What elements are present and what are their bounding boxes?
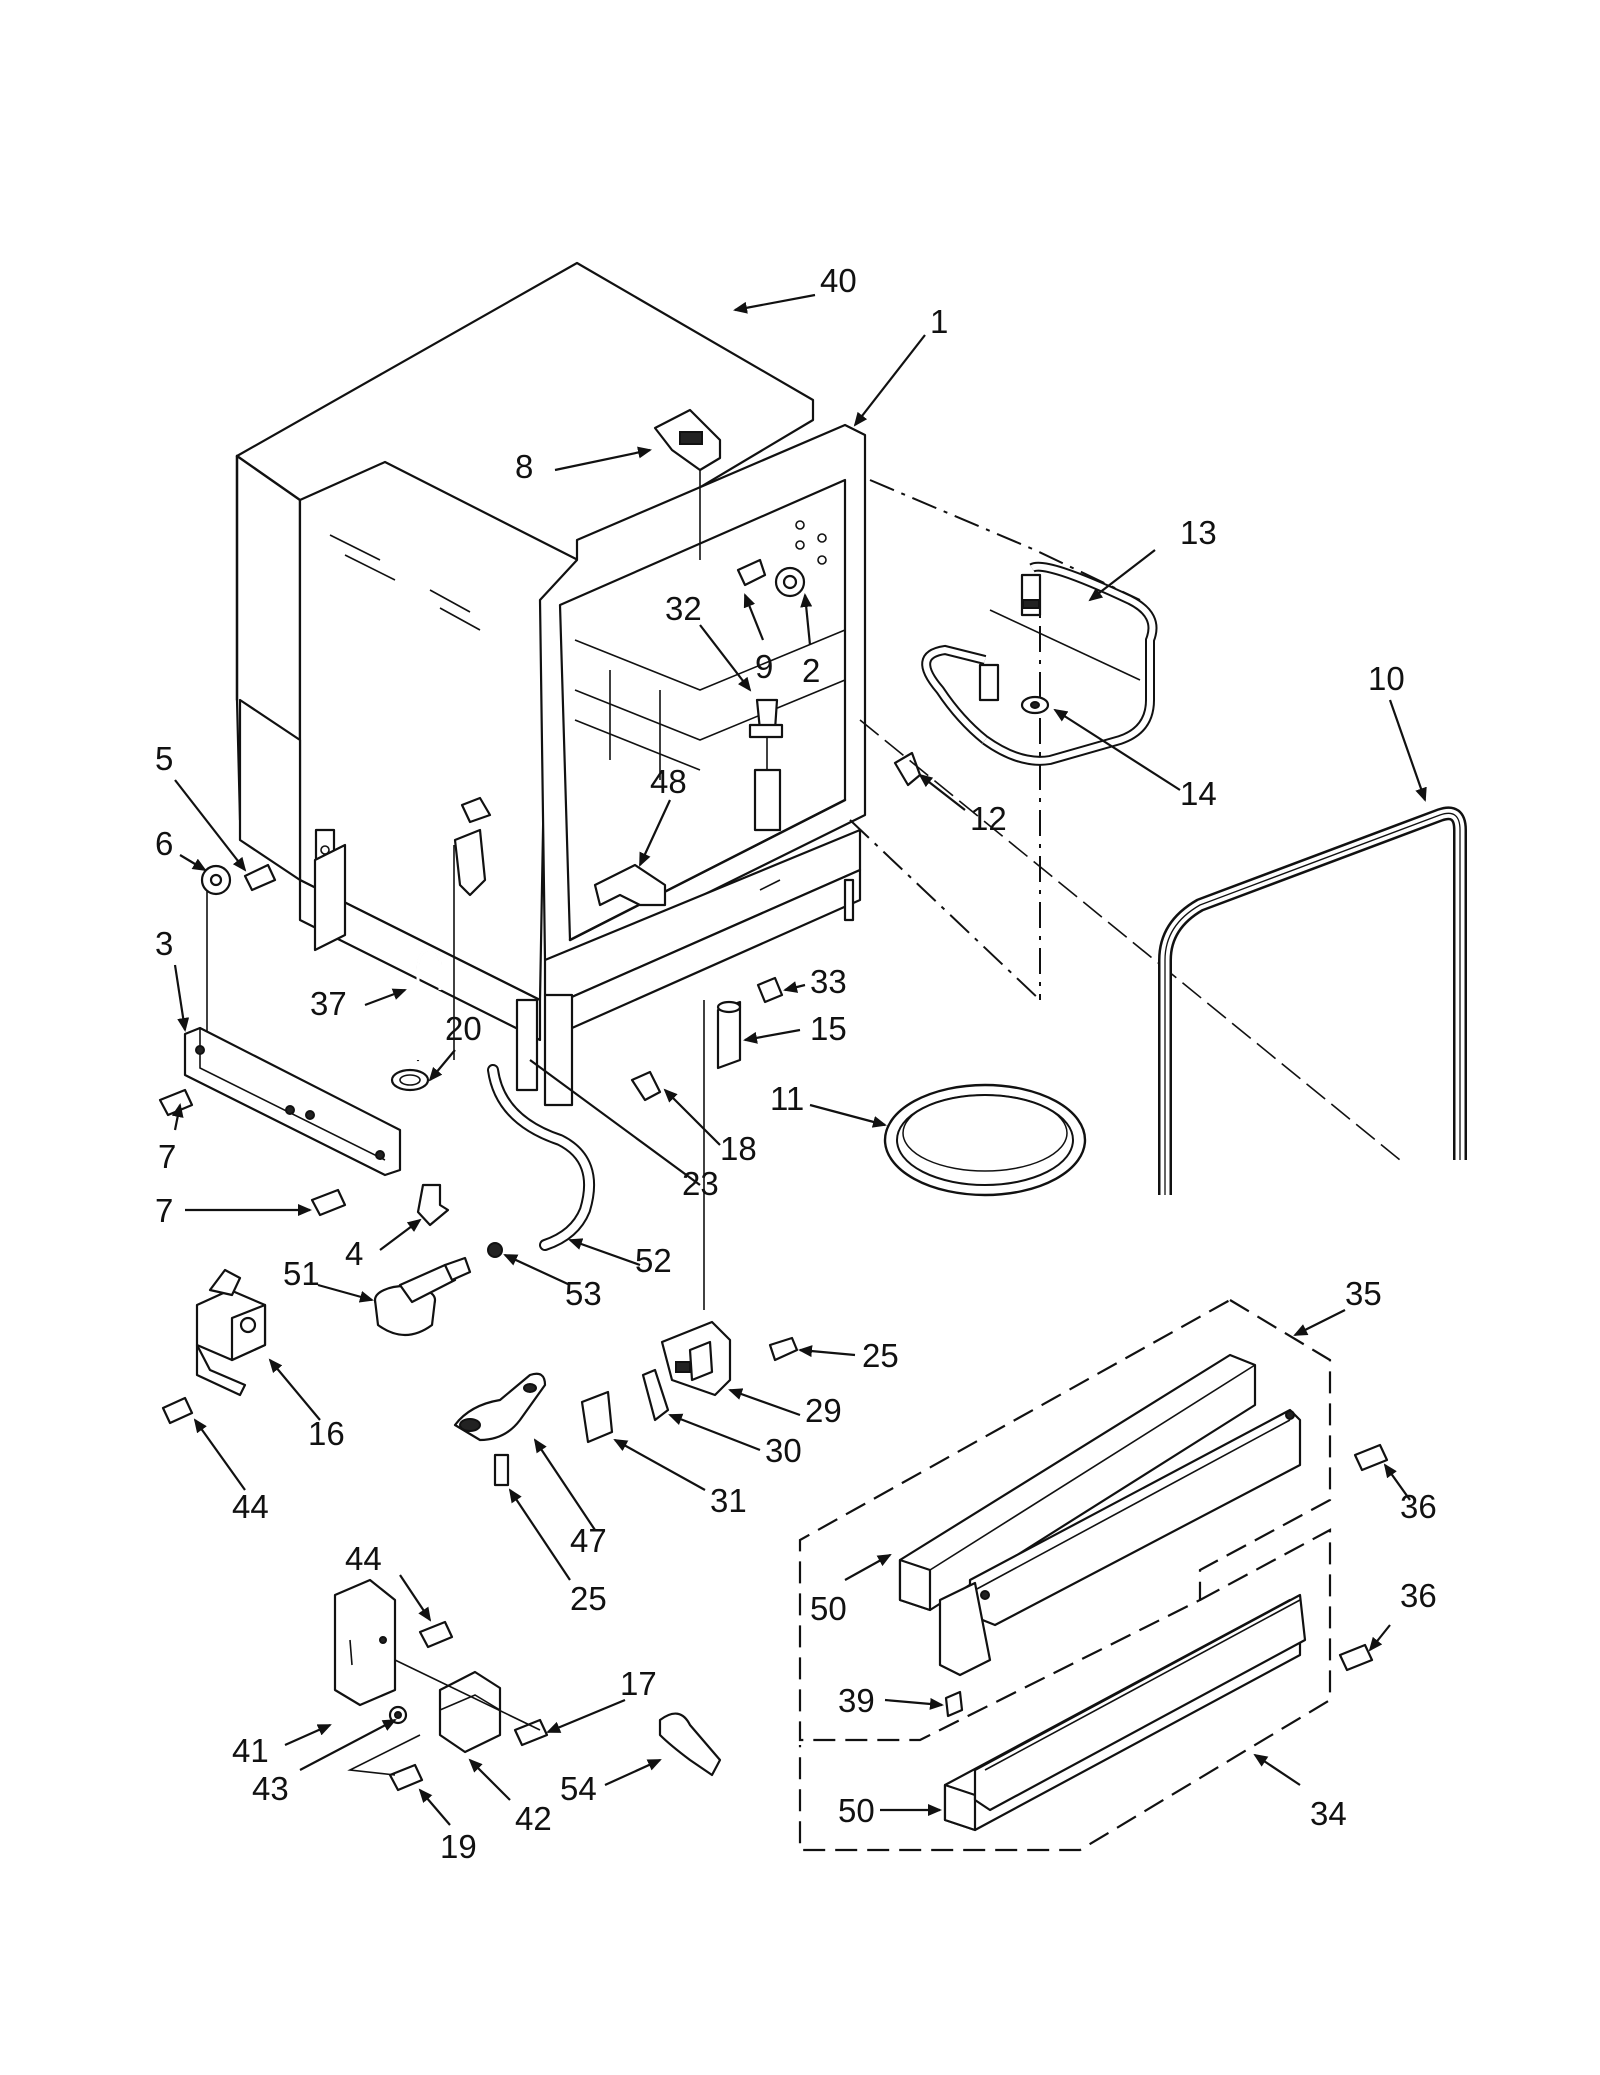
callout-8: 8 <box>515 448 533 485</box>
lever-30 <box>641 1368 670 1422</box>
screw-36b <box>1338 1643 1374 1672</box>
callout-16: 16 <box>308 1415 345 1452</box>
callout-15: 15 <box>810 1010 847 1047</box>
seal-ring-11 <box>883 1083 1087 1197</box>
toe-panel-lower <box>973 1593 1307 1812</box>
latch-48 <box>593 863 667 907</box>
callout-4: 4 <box>345 1235 363 1272</box>
switch-assembly-29 <box>660 1320 732 1397</box>
clamp-20 <box>390 1068 430 1092</box>
hose-52 <box>489 1066 594 1249</box>
callout-41: 41 <box>232 1732 269 1769</box>
callout-48: 48 <box>650 763 687 800</box>
callout-43: 43 <box>252 1770 289 1807</box>
callout-54: 54 <box>560 1770 597 1807</box>
callout-13: 13 <box>1180 514 1217 551</box>
screw-44b <box>418 1620 454 1649</box>
callout-47: 47 <box>570 1522 607 1559</box>
callout-32: 32 <box>665 590 702 627</box>
callout-19: 19 <box>440 1828 477 1865</box>
cover-42 <box>438 1670 502 1754</box>
callout-36b: 36 <box>1400 1577 1437 1614</box>
connector-54 <box>658 1712 722 1777</box>
callout-10: 10 <box>1368 660 1405 697</box>
toe-panel-kit-34-outline <box>798 1528 1332 1852</box>
screw-36a <box>1353 1443 1389 1472</box>
callout-17: 17 <box>620 1665 657 1702</box>
callout-9: 9 <box>755 648 773 685</box>
bracket-41 <box>333 1578 397 1707</box>
tube-13 <box>921 561 1158 766</box>
callout-35: 35 <box>1345 1275 1382 1312</box>
screw-7a <box>158 1088 194 1117</box>
callout-52: 52 <box>635 1242 672 1279</box>
foam-strip-50a <box>898 1353 1257 1612</box>
water-valve-16 <box>195 1268 267 1397</box>
callout-40: 40 <box>820 262 857 299</box>
callout-39: 39 <box>838 1682 875 1719</box>
callout-20: 20 <box>445 1010 482 1047</box>
callout-1: 1 <box>930 303 948 340</box>
callout-12: 12 <box>970 800 1007 837</box>
callout-11: 11 <box>770 1080 804 1117</box>
callout-2: 2 <box>802 652 820 689</box>
callout-23: 23 <box>682 1165 719 1202</box>
leader-lines <box>171 293 1427 1826</box>
callout-labels: 40 1 8 13 32 9 2 10 14 5 48 12 6 3 33 37… <box>155 262 1437 1865</box>
bracket-group <box>333 1578 549 1792</box>
screw-5 <box>243 863 277 892</box>
screw-19 <box>388 1763 424 1792</box>
callout-25b: 25 <box>570 1580 607 1617</box>
callout-6: 6 <box>155 825 173 862</box>
screw-7b <box>310 1188 347 1217</box>
callout-5: 5 <box>155 740 173 777</box>
callout-25a: 25 <box>862 1337 899 1374</box>
screw-44a <box>161 1396 194 1425</box>
clip-39 <box>944 1690 964 1718</box>
bracket-3 <box>183 1026 402 1177</box>
callout-34: 34 <box>1310 1795 1347 1832</box>
toe-panel-upper <box>938 1408 1302 1677</box>
callout-37: 37 <box>310 985 347 1022</box>
fitting-4 <box>416 1183 450 1227</box>
screw-25a <box>768 1336 799 1362</box>
screw-17 <box>513 1718 549 1747</box>
callout-42: 42 <box>515 1800 552 1837</box>
clip-53 <box>487 1242 503 1258</box>
callout-36a: 36 <box>1400 1488 1437 1525</box>
callout-44b: 44 <box>345 1540 382 1577</box>
pressure-switch-51 <box>373 1256 472 1337</box>
callout-7a: 7 <box>158 1138 176 1175</box>
callout-50a: 50 <box>810 1590 847 1627</box>
gasket-10 <box>1158 806 1467 1195</box>
callout-53: 53 <box>565 1275 602 1312</box>
callout-44a: 44 <box>232 1488 269 1525</box>
callout-14: 14 <box>1180 775 1217 812</box>
plate-31 <box>580 1390 614 1444</box>
callout-51: 51 <box>283 1255 320 1292</box>
callout-31: 31 <box>710 1482 747 1519</box>
callout-30: 30 <box>765 1432 802 1469</box>
tub-assembly <box>235 261 922 1107</box>
callout-33: 33 <box>810 963 847 1000</box>
screw-25b <box>493 1453 510 1487</box>
callout-50b: 50 <box>838 1792 875 1829</box>
callout-29: 29 <box>805 1392 842 1429</box>
callout-18: 18 <box>720 1130 757 1167</box>
callout-3: 3 <box>155 925 173 962</box>
callout-7b: 7 <box>155 1192 173 1229</box>
